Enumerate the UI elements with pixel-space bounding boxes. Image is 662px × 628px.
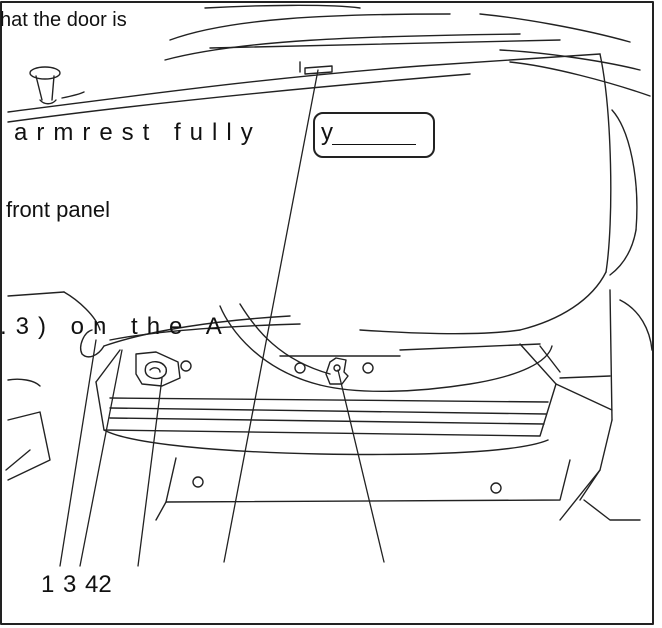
on-the-text: .3) on the A — [0, 313, 231, 340]
floor-plate — [155, 457, 571, 521]
base-panel — [95, 343, 613, 456]
fill-blank-line — [332, 144, 416, 145]
linkage — [7, 291, 553, 393]
right-structure — [559, 289, 653, 521]
armrest-lid — [7, 53, 638, 335]
top-structure — [164, 4, 651, 97]
front-panel-text: front panel — [6, 197, 110, 222]
callout-numbers: 1 3 42 — [41, 571, 112, 598]
leader-lines — [59, 69, 385, 567]
highlight-box — [313, 112, 435, 158]
catch — [279, 343, 541, 385]
latch — [135, 351, 192, 387]
armrest-fill-text: y — [321, 119, 333, 146]
knob — [29, 66, 85, 105]
door-text: hat the door is — [0, 9, 127, 31]
armrest-text: armrest fully — [14, 119, 262, 146]
left-structure — [5, 378, 51, 481]
